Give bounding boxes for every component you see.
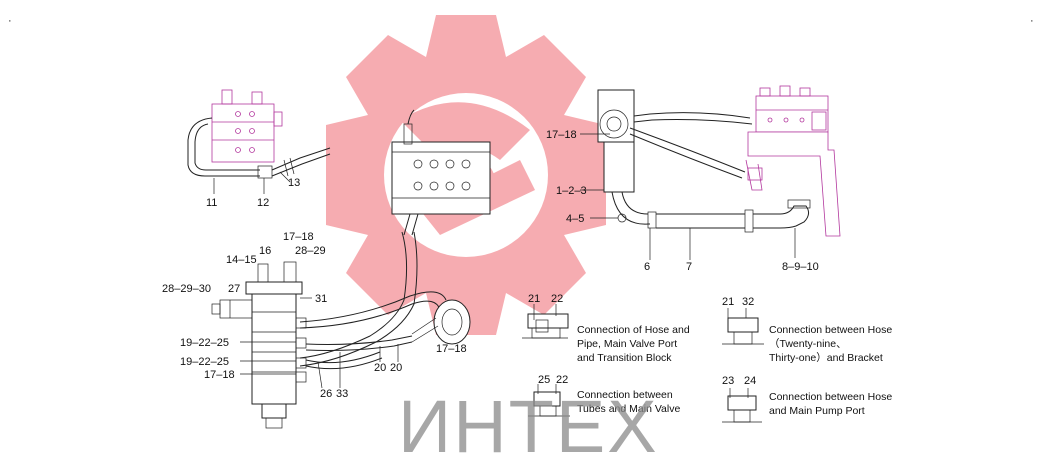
label-16: 16: [259, 245, 271, 257]
caption-main-pump-line-2: and Main Pump Port: [769, 405, 865, 417]
label-31: 31: [315, 293, 327, 305]
detail3-label-32: 32: [742, 296, 754, 308]
label-8-9-10: 8–9–10: [782, 261, 819, 273]
caption-hose-pipe-line-1: Connection of Hose and: [577, 324, 690, 336]
label-11: 11: [206, 197, 217, 209]
label-28-29: 28–29: [295, 245, 326, 257]
detail4-label-24: 24: [744, 375, 756, 387]
label-28-29-30: 28–29–30: [162, 283, 211, 295]
detail3-label-21: 21: [722, 296, 734, 308]
pump-assembly: [211, 261, 447, 429]
label-27: 27: [228, 283, 240, 295]
detail-hose-pipe-transition: [522, 304, 569, 339]
right-pipe-assembly: [580, 89, 811, 260]
detail1-label-22: 22: [551, 293, 563, 305]
label-17-18-top: 17–18: [546, 129, 577, 141]
label-12: 12: [257, 197, 269, 209]
right-bracket-assembly: [745, 85, 841, 237]
caption-bracket-line-1: Connection between Hose: [769, 324, 892, 336]
label-1-2-3: 1–2–3: [556, 185, 587, 197]
main-valve-block: [299, 109, 491, 367]
caption-tubes-line-1: Connection between: [577, 389, 673, 401]
caption-main-pump-line-1: Connection between Hose: [769, 391, 892, 403]
label-20-b: 20: [390, 362, 402, 374]
label-4-5: 4–5: [566, 213, 584, 225]
caption-tubes-line-2: Tubes and Main Valve: [577, 403, 680, 415]
label-19-22-25-b: 19–22–25: [180, 356, 229, 368]
detail-hose-main-pump: [722, 388, 762, 423]
detail2-label-25: 25: [538, 374, 550, 386]
caption-hose-pipe-line-3: and Transition Block: [577, 352, 672, 364]
label-6: 6: [644, 261, 650, 273]
label-33: 33: [336, 388, 348, 400]
label-26: 26: [320, 388, 332, 400]
svg-text:·: ·: [1030, 15, 1034, 27]
label-13: 13: [288, 177, 300, 189]
flange-fitting: [411, 299, 471, 345]
caption-bracket-line-3: Thirty-one）and Bracket: [769, 352, 883, 364]
corner-marks: · ·: [8, 15, 1034, 27]
detail2-label-22: 22: [556, 374, 568, 386]
watermark-text: ИНТЕХ: [398, 385, 659, 459]
svg-text:·: ·: [8, 15, 12, 27]
label-17-18-low: 17–18: [204, 369, 235, 381]
label-14-15: 14–15: [226, 254, 257, 266]
detail1-label-21: 21: [528, 293, 540, 305]
label-17-18-cut: 17–18: [436, 343, 467, 355]
caption-bracket-line-2: （Twenty-nine、: [769, 338, 847, 350]
left-valve-assembly: [187, 89, 331, 194]
detail-tubes-main-valve: [528, 384, 570, 417]
detail-hose-bracket: [722, 308, 764, 345]
label-7: 7: [686, 261, 692, 273]
label-19-22-25-a: 19–22–25: [180, 337, 229, 349]
label-20-a: 20: [374, 362, 386, 374]
detail4-label-23: 23: [722, 375, 734, 387]
caption-hose-pipe-line-2: Pipe, Main Valve Port: [577, 338, 677, 350]
label-17-18-mid: 17–18: [283, 231, 314, 243]
